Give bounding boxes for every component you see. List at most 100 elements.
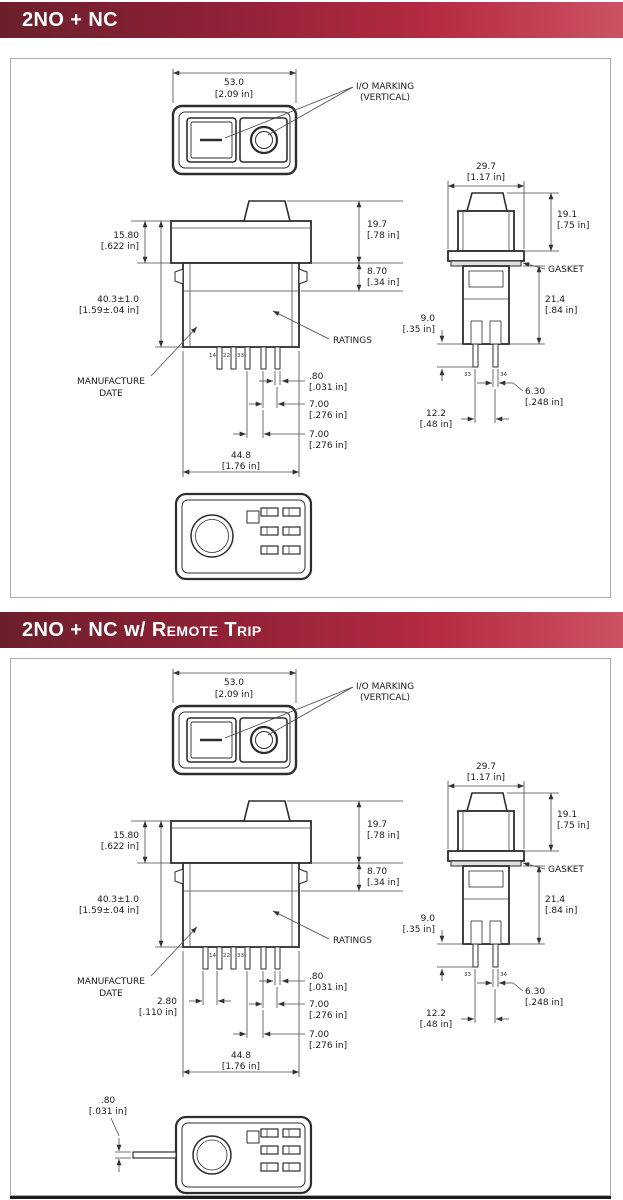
dim-total-in: [1.59±.04 in] (79, 306, 139, 316)
dim-pinlen-mm: 9.0 (421, 914, 436, 924)
gasket-callout: GASKET (522, 862, 584, 875)
manufacture-label: MANUFACTURE (77, 977, 145, 987)
rocker-side (465, 792, 508, 812)
front-face-view: 53.0 [2.09 in] I/O MARKING (VERTICAL) (171, 669, 414, 776)
terminal-number: 33 (237, 353, 244, 359)
manufacture-date-callout: MANUFACTURE DATE (77, 326, 198, 399)
keying-mark (246, 510, 260, 524)
terminal-number: 14 (209, 353, 216, 359)
io-marking-label-2: (VERTICAL) (360, 93, 410, 103)
ratings-callout: RATINGS (272, 310, 372, 346)
rocker-side (465, 192, 508, 212)
bottom-view (174, 492, 313, 581)
dim-blade-mm: 6.30 (525, 387, 545, 397)
remote-trip-pin (202, 946, 209, 970)
terminal-number: 22 (223, 953, 230, 959)
section-title: 2NO + NC (22, 8, 119, 31)
dim-bodywidth-in: [1.76 in] (222, 462, 260, 472)
dim-side-pin-pitch: 12.2 [.48 in] (420, 969, 509, 1030)
dim-step-height: 8.70 [.34 in] (356, 263, 399, 291)
dim-body-width: 44.8 [1.76 in] (182, 951, 300, 1077)
dim-pin-pitch-1: 7.00 [.276 in] (249, 971, 347, 1021)
dim-rocker-above-panel: 19.1 [.75 in] (507, 792, 589, 852)
dim-pin-mm: .80 (309, 372, 324, 382)
section-title: 2NO + NC w/ Remote Trip (22, 619, 262, 642)
dim-bezel-in: [.622 in] (101, 842, 139, 852)
dim-blade-in: [.248 in] (525, 398, 563, 408)
terminal-number: 14 (209, 953, 216, 959)
dim-flange-in: [1.17 in] (467, 773, 505, 783)
dim-sidebody-mm: 21.4 (545, 295, 565, 305)
dim-blade-width: 6.30 [.248 in] (477, 369, 563, 408)
dim-pitch2-mm: 7.00 (309, 430, 329, 440)
dim-pitch2-in: [.276 in] (309, 441, 347, 451)
date-label: DATE (99, 389, 123, 399)
remote-trip-terminal (132, 1151, 177, 1159)
terminal-pins: 14 22 33 (202, 946, 281, 970)
side-pin (472, 343, 479, 368)
gasket-label: GASKET (548, 865, 584, 875)
dim-flange-in: [1.17 in] (467, 173, 505, 183)
upper-housing (457, 210, 515, 252)
manufacture-date-callout: MANUFACTURE DATE (77, 926, 198, 999)
ratings-label: RATINGS (333, 936, 372, 946)
side-pin (492, 343, 499, 368)
io-marking-label-1: I/O MARKING (356, 682, 414, 692)
dim-blade-in: [.248 in] (525, 998, 563, 1008)
dim-front-width: 53.0 [2.09 in] (172, 669, 297, 703)
gasket-label: GASKET (548, 265, 584, 275)
dim-bezel-height: 15.80 [.622 in] (101, 820, 183, 948)
dim-pitch1-mm: 7.00 (309, 1000, 329, 1010)
front-face-view: 53.0 [2.09 in] I/O MARKING (VERTICAL) (171, 69, 414, 176)
bezel-flange (447, 850, 525, 862)
dim-blade-width: 6.30 [.248 in] (477, 969, 563, 1008)
section-banner-remote-trip: 2NO + NC w/ Remote Trip (0, 612, 623, 648)
io-marking-label-1: I/O MARKING (356, 82, 414, 92)
dim-total-in: [1.59±.04 in] (79, 906, 139, 916)
ratings-callout: RATINGS (272, 910, 372, 946)
dim-total-height: 40.3±1.0 [1.59±.04 in] (79, 221, 164, 347)
dim-step-height: 8.70 [.34 in] (356, 863, 399, 891)
dim-remote-trip-offset: 2.80 [.110 in] (139, 971, 231, 1018)
drawing-panel-remote-trip: 53.0 [2.09 in] I/O MARKING (VERTICAL) 14… (10, 658, 611, 1196)
switch-body (182, 262, 300, 348)
dim-flange-mm: 29.7 (476, 762, 496, 772)
dim-trip-in: [.110 in] (139, 1008, 177, 1018)
dim-step-mm: 8.70 (367, 867, 387, 877)
mounting-clip-left (174, 268, 184, 285)
terminal-number: 33 (237, 953, 244, 959)
io-marking-label-2: (VERTICAL) (360, 693, 410, 703)
keying-mark (246, 1130, 260, 1144)
dim-bezel-mm: 15.80 (113, 231, 139, 241)
dim-step-mm: 8.70 (367, 267, 387, 277)
date-label: DATE (99, 989, 123, 999)
dim-pitch2-mm: 7.00 (309, 1030, 329, 1040)
switch-bezel (170, 820, 312, 864)
dim-bottompin-in: [.031 in] (89, 1107, 127, 1117)
dim-sidepitch-in: [.48 in] (420, 420, 452, 430)
mounting-clip-left (174, 868, 184, 885)
rocker-button (242, 200, 292, 222)
dim-pinlen-mm: 9.0 (421, 314, 436, 324)
dim-pin-pitch-1: 7.00 [.276 in] (249, 371, 347, 421)
dim-total-mm: 40.3±1.0 (97, 295, 139, 305)
terminal-pins: 14 22 33 (209, 346, 281, 370)
switch-bezel (170, 220, 312, 264)
ratings-label: RATINGS (333, 336, 372, 346)
dim-rocker-above-panel: 19.1 [.75 in] (507, 192, 589, 252)
dim-sidepitch-mm: 12.2 (426, 409, 446, 419)
side-elevation-view: 33 34 29.7 [1.17 in] 19.1 [.75 in] GASKE… (403, 162, 590, 430)
dim-pin-pitch-2: 7.00 [.276 in] (233, 971, 347, 1051)
gasket-callout: GASKET (522, 262, 584, 275)
dim-bezel-mm: 15.80 (113, 831, 139, 841)
dim-total-height: 40.3±1.0 [1.59±.04 in] (79, 821, 164, 947)
dim-rockerside-in: [.75 in] (557, 221, 589, 231)
io-marking-callout: I/O MARKING (VERTICAL) (224, 682, 414, 739)
switch-body (182, 862, 300, 948)
dim-pin-pitch-2: 7.00 [.276 in] (233, 371, 347, 451)
dim-pinlen-in: [.35 in] (403, 925, 435, 935)
dim-step-in: [.34 in] (367, 878, 399, 888)
dimension-drawing-2no-nc: 53.0 [2.09 in] I/O MARKING (VERTICAL) 14… (77, 69, 590, 581)
section-title-prefix: 2NO + NC w/ (22, 618, 152, 641)
dim-front-width-in: [2.09 in] (215, 690, 253, 700)
